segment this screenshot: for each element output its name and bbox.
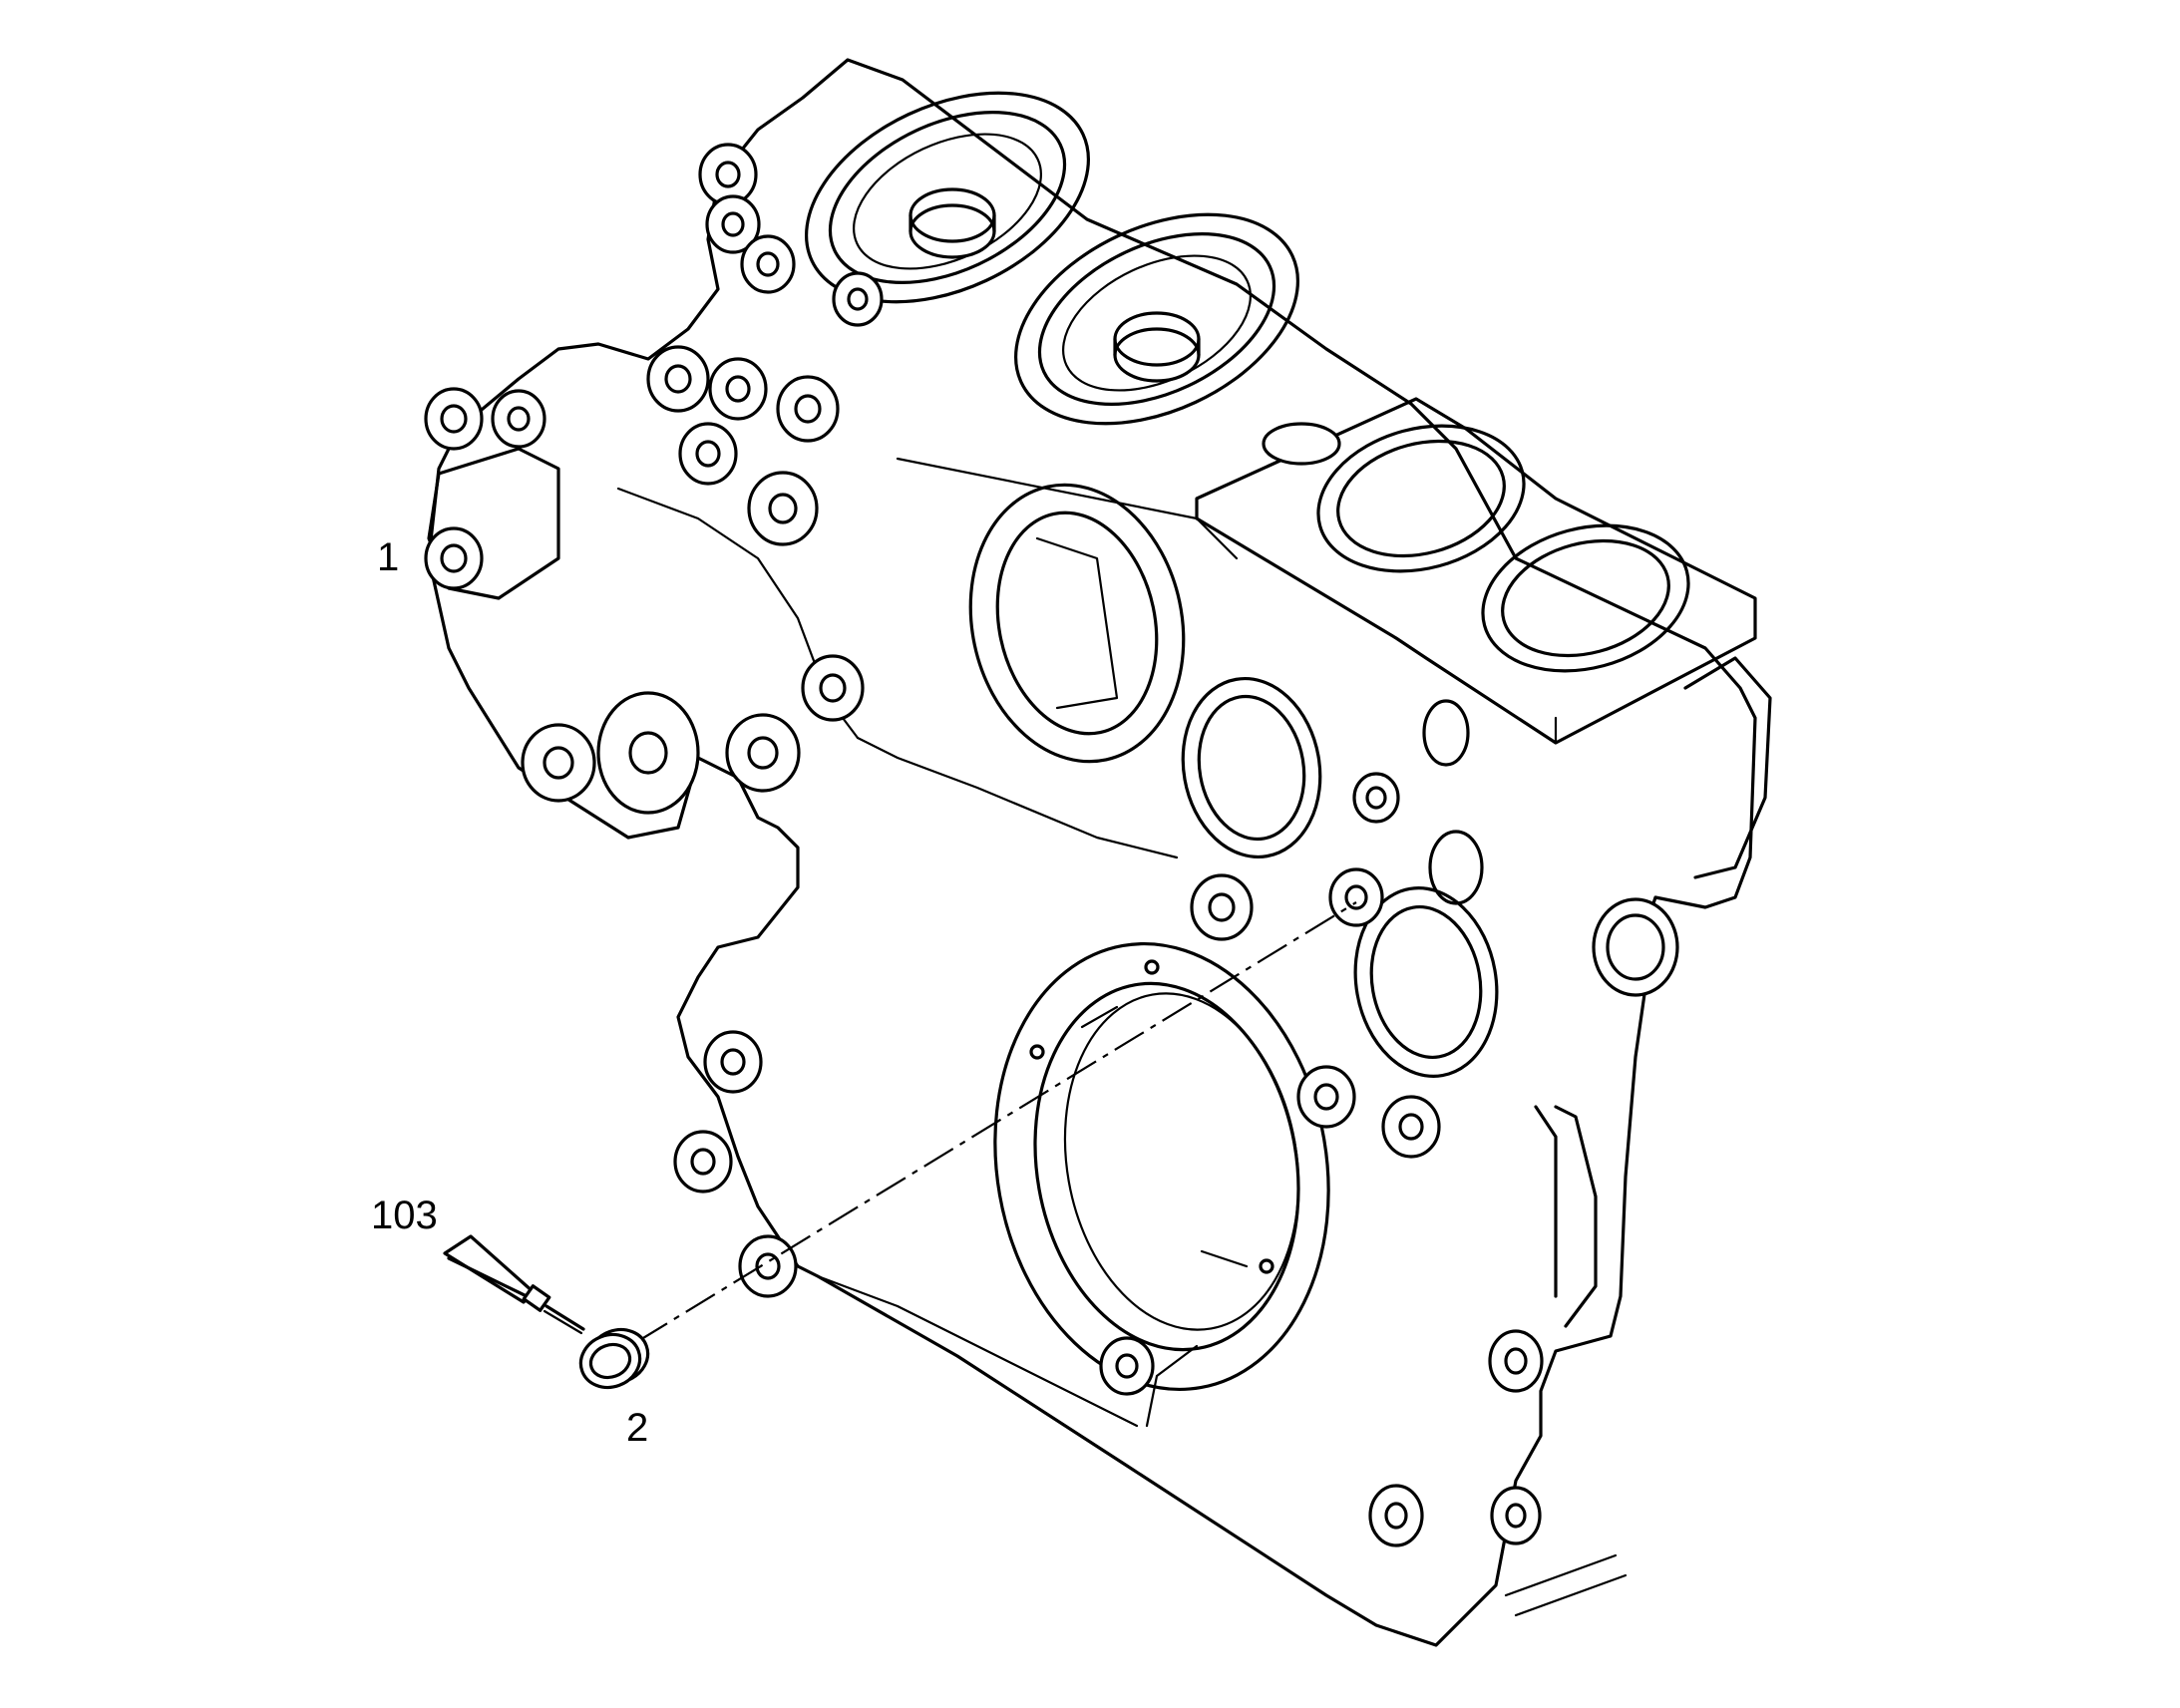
cylinder-deck	[1195, 397, 1757, 745]
right-outlet-and-bracket	[1368, 656, 1772, 1617]
upper-pump-bowl	[805, 91, 1090, 304]
plug-part[interactable]	[573, 1321, 655, 1395]
callout-plug: 2	[626, 1406, 648, 1450]
callout-housing: 1	[377, 535, 399, 579]
sealant-tube-part[interactable]	[443, 1234, 585, 1335]
side-ring-bores	[1181, 676, 1499, 1078]
left-lug-bosses	[424, 387, 560, 600]
upper-large-bore	[968, 483, 1186, 764]
lower-pump-bowl	[1014, 212, 1299, 426]
crankshaft-bore	[993, 941, 1330, 1392]
assembly-centerline	[637, 901, 1357, 1342]
callout-sealant: 103	[371, 1194, 438, 1237]
